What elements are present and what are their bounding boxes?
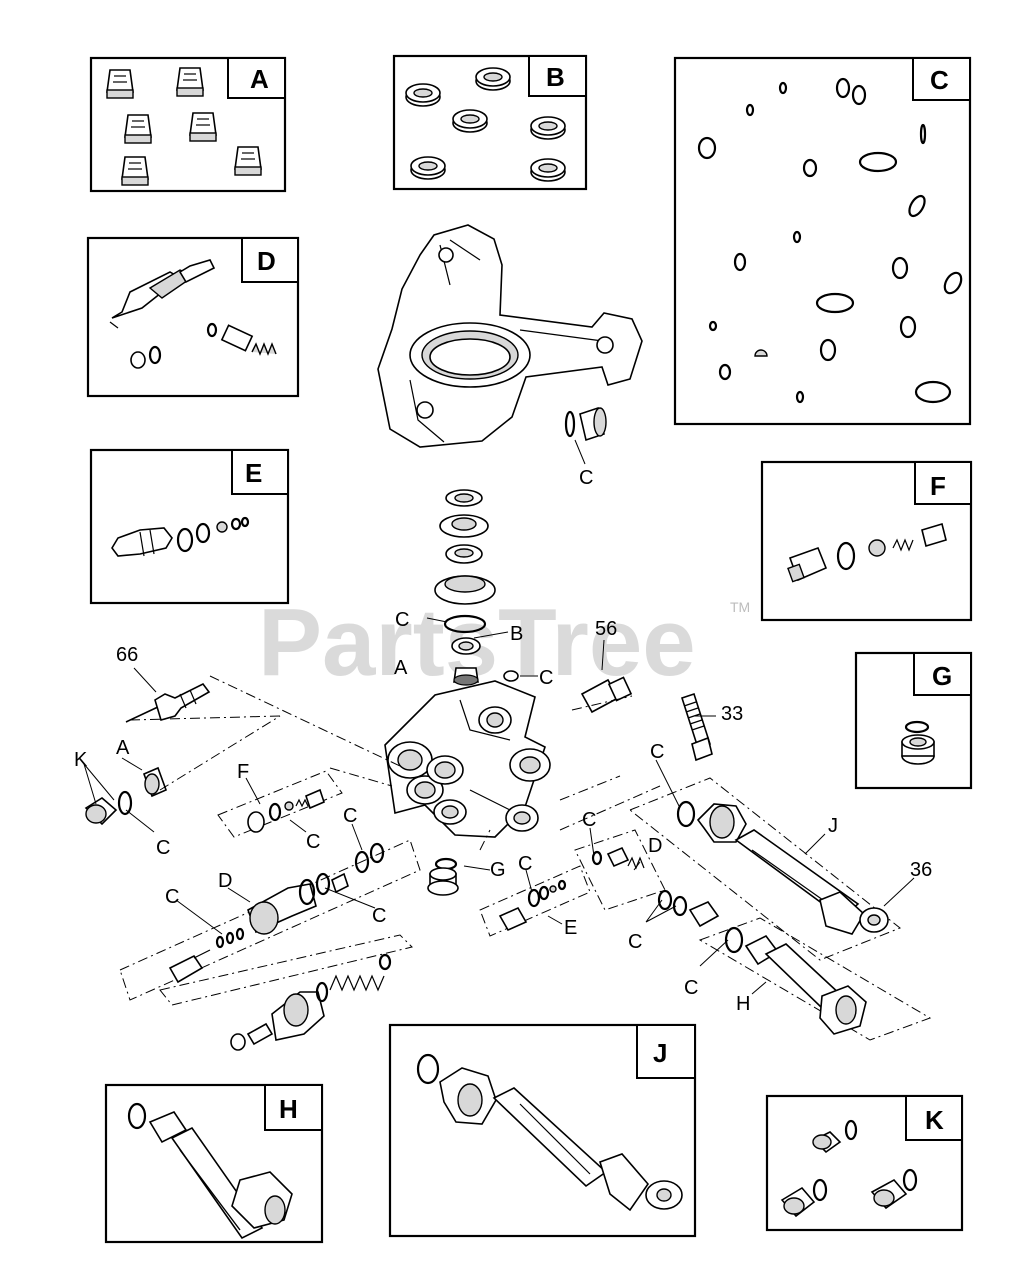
assembly-linkage-lines xyxy=(129,675,661,851)
plug-k-part xyxy=(84,790,133,826)
callout-g: G xyxy=(490,859,506,881)
manifold-tube-part xyxy=(127,1102,293,1240)
pump-crankcase xyxy=(377,224,643,448)
kit-f-box[interactable]: F xyxy=(760,460,973,622)
kit-a-label: A xyxy=(250,64,269,94)
subassembly-d-right xyxy=(574,829,720,928)
kit-g-box[interactable]: G xyxy=(854,651,973,790)
callout-h: H xyxy=(736,993,750,1015)
part-33-bolt xyxy=(680,692,713,762)
callout-labels: C C B A C 56 66 33 A K C F C C D C C G C… xyxy=(74,467,932,1015)
callout-d: D xyxy=(218,870,232,892)
callout-c: C xyxy=(539,667,553,689)
subassembly-f xyxy=(217,770,343,838)
callout-c: C xyxy=(306,831,320,853)
callout-c: C xyxy=(395,609,409,631)
kit-j-label: J xyxy=(653,1038,667,1068)
kit-d-label: D xyxy=(257,246,276,276)
callout-a: A xyxy=(116,737,130,759)
subassembly-h xyxy=(698,917,932,1041)
valve-part xyxy=(111,516,250,557)
valve-part xyxy=(787,522,947,583)
unloader-valve-part xyxy=(109,259,277,369)
seal-stack xyxy=(434,489,496,686)
kit-f-label: F xyxy=(930,471,946,501)
watermark-tm: TM xyxy=(730,599,750,615)
kit-e-box[interactable]: E xyxy=(89,448,290,605)
callout-c: C xyxy=(165,886,179,908)
plug-part xyxy=(780,1119,918,1218)
kit-k-label: K xyxy=(925,1105,944,1135)
callout-d: D xyxy=(648,835,662,857)
callout-c: C xyxy=(628,931,642,953)
o-ring-part xyxy=(697,77,963,404)
callout-c: C xyxy=(684,977,698,999)
kit-c-box[interactable]: C xyxy=(673,56,972,426)
callout-c: C xyxy=(518,853,532,875)
kit-g-label: G xyxy=(932,661,952,691)
callout-a: A xyxy=(394,657,408,679)
valve-a-part xyxy=(142,766,168,798)
callout-f: F xyxy=(237,761,249,783)
kit-a-box[interactable]: A xyxy=(89,56,287,193)
subassembly-e xyxy=(479,865,591,937)
kit-b-label: B xyxy=(546,62,565,92)
kit-h-box[interactable]: H xyxy=(104,1083,324,1244)
plug-g-part xyxy=(427,857,459,896)
side-plug-part xyxy=(564,406,607,442)
part-66-injector xyxy=(125,682,211,723)
callout-c: C xyxy=(650,741,664,763)
kit-b-box[interactable]: B xyxy=(392,54,588,191)
callout-56: 56 xyxy=(595,618,617,640)
callout-j: J xyxy=(828,815,838,837)
kit-d-box[interactable]: D xyxy=(86,236,300,398)
callout-c: C xyxy=(372,905,386,927)
callout-e: E xyxy=(564,917,577,939)
manifold-tube-part xyxy=(416,1053,683,1212)
pump-manifold xyxy=(384,680,551,838)
seal-part xyxy=(405,67,566,182)
kit-k-box[interactable]: K xyxy=(765,1094,964,1232)
callout-66: 66 xyxy=(116,644,138,666)
subassembly-d xyxy=(119,839,421,1001)
kit-j-box[interactable]: J xyxy=(388,1023,697,1238)
kit-h-label: H xyxy=(279,1094,298,1124)
plug-part xyxy=(901,720,935,765)
callout-leaders xyxy=(83,439,915,995)
callout-c: C xyxy=(343,805,357,827)
callout-c: C xyxy=(582,809,596,831)
callout-k: K xyxy=(74,749,88,771)
callout-36: 36 xyxy=(910,859,932,881)
check-valve-part xyxy=(106,67,262,186)
callout-c: C xyxy=(579,467,593,489)
subassembly-j xyxy=(629,777,901,961)
spring-assembly xyxy=(159,934,413,1051)
callout-33: 33 xyxy=(721,703,743,725)
kit-e-label: E xyxy=(245,458,262,488)
ball-part xyxy=(503,670,519,682)
kit-c-label: C xyxy=(930,65,949,95)
part-56-elbow xyxy=(580,676,633,714)
callout-c: C xyxy=(156,837,170,859)
callout-b: B xyxy=(510,623,523,645)
